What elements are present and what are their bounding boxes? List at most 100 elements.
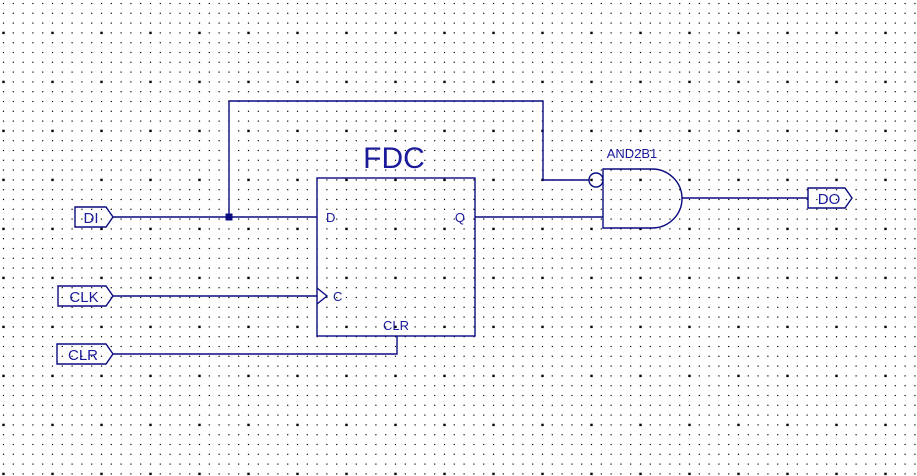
grid-dot (865, 159, 867, 161)
grid-dot (198, 61, 201, 63)
grid-dot (610, 228, 612, 230)
grid-dot (757, 2, 759, 5)
grid-dot (571, 32, 573, 34)
grid-dot (424, 169, 426, 171)
grid-dot (492, 394, 495, 397)
grid-dot (198, 267, 201, 269)
grid-dot (551, 257, 553, 259)
grid-dot (875, 287, 877, 289)
grid-dot (835, 80, 838, 84)
port-do[interactable]: DO (807, 187, 853, 209)
grid-dot (777, 394, 779, 397)
grid-dot (698, 169, 700, 171)
grid-dot (198, 149, 201, 152)
grid-dot (884, 238, 887, 240)
grid-dot (649, 385, 651, 387)
grid-dot (463, 365, 465, 367)
grid-dot (659, 100, 661, 103)
port-clk[interactable]: CLK (57, 285, 114, 307)
and-gate-body[interactable] (602, 168, 683, 229)
grid-dot (649, 434, 651, 436)
grid-dot (561, 434, 563, 436)
and2b1-component[interactable]: AND2B1 (588, 146, 683, 229)
grid-dot (708, 149, 710, 152)
grid-dot (336, 208, 338, 210)
grid-dot (541, 423, 544, 427)
grid-dot (718, 257, 720, 259)
grid-dot (865, 424, 867, 426)
grid-dot (257, 208, 259, 210)
grid-dot (51, 257, 54, 259)
grid-dot (91, 189, 93, 191)
grid-dot (757, 453, 759, 455)
grid-dot (737, 100, 740, 103)
grid-dot (453, 316, 455, 318)
grid-dot (189, 12, 191, 14)
grid-dot (620, 316, 622, 318)
grid-dot (326, 267, 328, 269)
grid-dot (12, 179, 14, 181)
grid-dot (61, 208, 63, 210)
fdc-body[interactable] (316, 177, 476, 337)
fdc-component[interactable]: FDC D Q C CLR (316, 142, 476, 337)
grid-dot (375, 42, 377, 44)
grid-dot (218, 110, 220, 112)
grid-dot (796, 189, 798, 191)
grid-dot (306, 81, 308, 83)
grid-dot (375, 179, 377, 181)
grid-dot (189, 110, 191, 112)
grid-dot (767, 2, 769, 5)
grid-dot (110, 169, 112, 171)
grid-dot (179, 424, 181, 426)
grid-dot (600, 189, 602, 191)
grid-dot (786, 414, 789, 416)
grid-dot (277, 61, 279, 63)
port-clr[interactable]: CLR (56, 343, 114, 365)
grid-dot (91, 42, 93, 44)
grid-dot (238, 375, 240, 377)
grid-dot (71, 385, 73, 387)
grid-dot (659, 316, 661, 318)
grid-dot (551, 463, 553, 465)
grid-dot (679, 424, 681, 426)
grid-dot (532, 394, 534, 397)
grid-dot (855, 159, 857, 161)
grid-dot (316, 394, 318, 397)
grid-dot (659, 71, 661, 73)
grid-dot (659, 365, 661, 367)
grid-dot (394, 178, 397, 182)
grid-dot (100, 110, 103, 112)
grid-dot (179, 61, 181, 63)
grid-dot (414, 22, 416, 24)
grid-dot (91, 198, 93, 201)
wire-di-feedback-to-and[interactable] (228, 100, 589, 217)
grid-dot (502, 375, 504, 377)
grid-dot (228, 247, 230, 250)
grid-dot (189, 100, 191, 103)
grid-dot (345, 227, 348, 231)
grid-dot (267, 179, 269, 181)
grid-dot (845, 336, 847, 338)
grid-dot (826, 81, 828, 83)
grid-dot (718, 267, 720, 269)
grid-dot (375, 32, 377, 34)
grid-dot (42, 71, 44, 73)
grid-dot (189, 414, 191, 416)
grid-dot (571, 404, 573, 406)
grid-dot (492, 31, 495, 35)
grid-dot (884, 208, 887, 210)
wire-clr-to-clr[interactable] (113, 336, 398, 355)
grid-dot (179, 453, 181, 455)
grid-dot (12, 385, 14, 387)
grid-dot (816, 110, 818, 112)
grid-dot (394, 394, 397, 397)
grid-dot (865, 169, 867, 171)
grid-dot (120, 345, 122, 348)
port-di[interactable]: DI (74, 206, 114, 228)
grid-dot (51, 42, 54, 44)
grid-dot (71, 169, 73, 171)
grid-dot (375, 2, 377, 5)
grid-dot (365, 228, 367, 230)
grid-dot (708, 2, 710, 5)
